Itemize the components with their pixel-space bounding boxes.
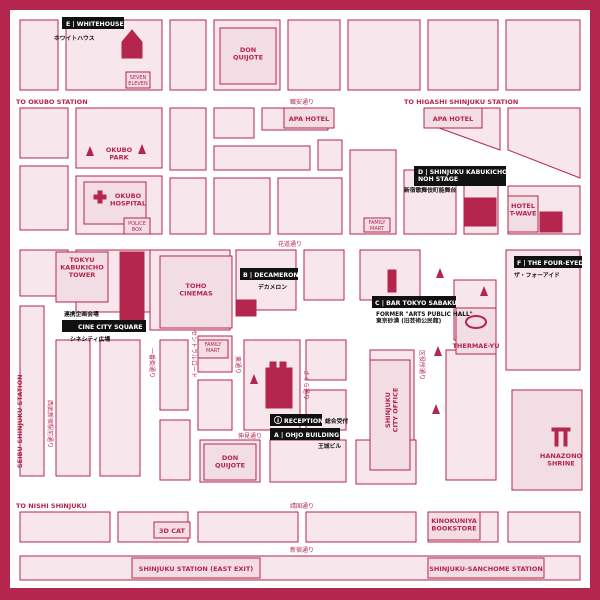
svg-text:A | OHJO BUILDING: A | OHJO BUILDING [274, 432, 339, 440]
svg-text:王城ビル: 王城ビル [318, 442, 341, 450]
svg-text:B | DECAMERON: B | DECAMERON [243, 272, 299, 280]
street-shinjuku: 新宿通り [290, 546, 314, 554]
svg-text:RECEPTION: RECEPTION [284, 418, 323, 425]
label-sanchome-station: SHINJUKU-SANCHOME STATION [429, 565, 543, 573]
street-central: セントラルロード [190, 330, 197, 378]
ohjo-building [265, 361, 293, 409]
edge-top-left: TO OKUBO STATION [16, 98, 88, 106]
street-shokuan: 職安通り [290, 98, 314, 106]
noh-stage-building [463, 197, 497, 227]
four-eyed-building [539, 211, 563, 233]
street-ko: 東通り [234, 356, 242, 374]
info-icon [273, 415, 282, 424]
street-kuyakusho: 区役所通り [418, 350, 426, 380]
street-ichiban: 一番街通り [148, 348, 156, 378]
svg-text:ザ・フォーアイド: ザ・フォーアイド [514, 272, 560, 279]
svg-text:連携企画会場: 連携企画会場 [64, 310, 99, 318]
svg-text:C | BAR TOKYO SABAKU: C | BAR TOKYO SABAKU [375, 300, 457, 308]
label-thermae-yu: THERMAE-YU [453, 342, 500, 350]
label-3d-cat: 3D CAT [159, 527, 185, 535]
edge-left-vertical: SEIBU-SHINJUKU STATION [16, 374, 24, 468]
svg-text:総合受付: 総合受付 [325, 417, 348, 425]
label-city-office: SHINJUKUCITY OFFICE [384, 388, 399, 433]
landmark-buildings [55, 27, 583, 579]
venue-c-sub: FORMER "ARTS PUBLIC HALL"東京砂漠 (旧芸術公民館) [376, 312, 473, 325]
street-sakura: さくら通り [302, 370, 310, 400]
svg-text:ホワイトハウス: ホワイトハウス [54, 34, 95, 42]
venue-cine[interactable]: 連携企画会場 CINE CITY SQUARE シネシティ広場 [62, 310, 146, 343]
edge-top-right: TO HIGASHI SHINJUKU STATION [404, 98, 518, 106]
street-hanamichi: 花道通り [278, 240, 302, 248]
svg-text:CINE CITY SQUARE: CINE CITY SQUARE [78, 324, 142, 331]
cine-city-building [119, 251, 145, 327]
venue-b[interactable]: B | DECAMERON デカメロン [240, 268, 299, 291]
decameron-building [235, 299, 257, 317]
street-yasukuni: 靖国通り [290, 502, 314, 510]
edge-labels: TO OKUBO STATION TO HIGASHI SHINJUKU STA… [16, 98, 518, 510]
trees [86, 144, 488, 414]
svg-text:新宿歌舞伎町能舞台: 新宿歌舞伎町能舞台 [404, 186, 456, 194]
street-nishi-seibu: 西武新宿駅前通り [46, 400, 54, 448]
sabaku-building [387, 269, 397, 293]
svg-text:E | WHITEHOUSE: E | WHITEHOUSE [66, 21, 124, 29]
edge-bottom-left: TO NISHI SHINJUKU [16, 502, 87, 510]
label-apa-hotel-2: APA HOTEL [289, 115, 329, 123]
venue-a[interactable]: A | OHJO BUILDING 王城ビル [270, 428, 341, 450]
svg-text:F | THE FOUR-EYED: F | THE FOUR-EYED [517, 260, 584, 268]
venue-e[interactable]: E | WHITEHOUSE ホワイトハウス [54, 17, 124, 42]
label-shinjuku-station: SHINJUKU STATION (EAST EXIT) [139, 565, 253, 573]
street-naka: 伸見通り [238, 432, 262, 440]
venue-reception[interactable]: i RECEPTION 総合受付 [270, 414, 348, 426]
svg-text:i: i [277, 418, 279, 425]
whitehouse-building [121, 29, 143, 59]
venue-c[interactable]: C | BAR TOKYO SABAKU FORMER "ARTS PUBLIC… [372, 296, 473, 325]
svg-text:シネシティ広場: シネシティ広場 [70, 335, 110, 343]
label-apa-hotel-1: APA HOTEL [433, 115, 473, 123]
venue-f[interactable]: F | THE FOUR-EYED ザ・フォーアイド [514, 256, 584, 279]
svg-text:デカメロン: デカメロン [258, 283, 287, 291]
street-labels: 職安通り 花道通り 靖国通り 新宿通り 伸見通り 西武新宿駅前通り セントラルロ… [46, 98, 426, 554]
